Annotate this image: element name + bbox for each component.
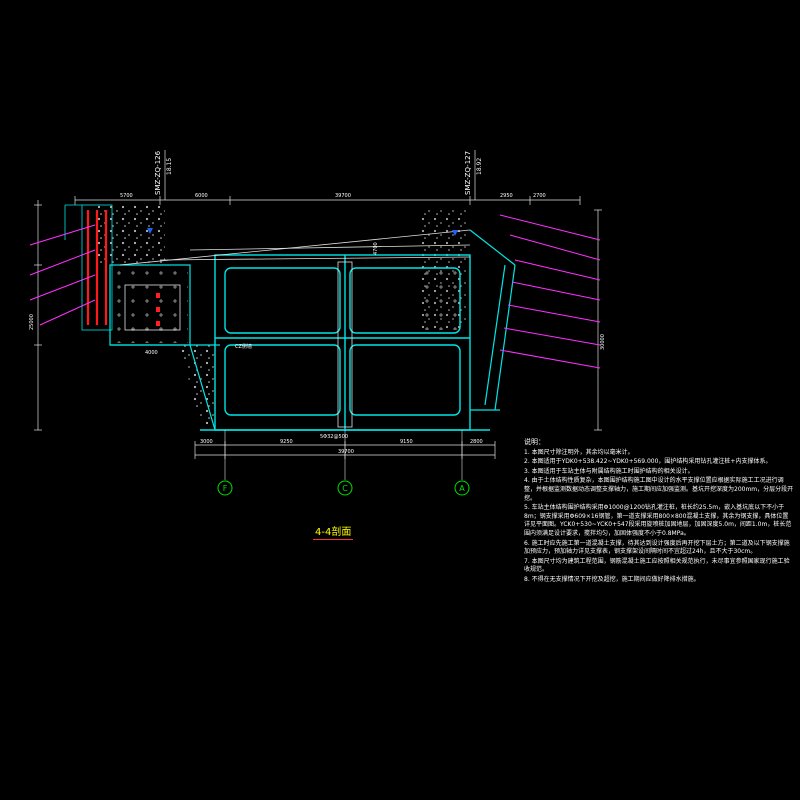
left-slope-fill — [180, 345, 215, 425]
axis-bubble-a: A — [454, 480, 470, 496]
left-wall-hatch — [112, 268, 188, 343]
left-anchors — [29, 224, 96, 326]
svg-text:C: C — [342, 484, 348, 493]
notes-panel: 说明： 1. 本图尺寸除注明外，其余均以毫米计。 2. 本图适用于YDK0+53… — [524, 438, 794, 586]
section-title: 4-4剖面 — [313, 523, 354, 540]
notes-header: 说明： — [524, 438, 545, 446]
svg-text:18.92: 18.92 — [476, 158, 483, 175]
roof-slope-lines — [119, 229, 471, 266]
axis-lines — [224, 430, 463, 480]
left-dimension — [34, 200, 42, 431]
dim-top-left: 5700 — [120, 193, 133, 199]
svg-text:18.15: 18.15 — [166, 158, 173, 175]
dim-left-height: 25000 — [29, 314, 35, 330]
note-item: 7. 本图尺寸均为建筑工程范围，钢筋混凝土施工应按照相关规范执行，未尽事宜参照国… — [524, 557, 790, 574]
note-item: 1. 本图尺寸除注明外，其余均以毫米计。 — [524, 448, 634, 456]
center-column — [337, 261, 353, 428]
dim-top-right: 2700 — [533, 193, 546, 199]
note-item: 3. 本图适用于车站主体与附属结构施工时围护结构的相关设计。 — [524, 467, 694, 475]
right-dimension — [594, 209, 602, 431]
station-marker-left: SMZ-ZQ-126 18.15 — [154, 150, 173, 200]
rebar-markers — [156, 293, 160, 326]
dim-top-right2: 2950 — [500, 193, 513, 199]
dim-top-left2: 6000 — [195, 193, 208, 199]
note-item: 6. 施工时应先施工第一道混凝土支撑，待其达到设计强度后再开挖下层土方；第二道及… — [524, 539, 790, 556]
dim-bottom-right: 9150 — [400, 439, 413, 445]
side-wall-label: CZ侧墙 — [235, 343, 252, 350]
svg-text:SMZ-ZQ-126: SMZ-ZQ-126 — [154, 150, 162, 195]
dim-bottom-edge-left: 3000 — [200, 439, 213, 445]
axis-bubble-c: C — [337, 480, 353, 496]
right-wall-hatch — [425, 270, 465, 330]
dim-inner-height: 4700 — [373, 242, 379, 255]
rebar-label: 5Φ32@500 — [320, 434, 348, 440]
axis-bubble-f: F — [217, 480, 233, 496]
left-piles — [86, 210, 108, 325]
note-item: 8. 不得在无支撑情况下开挖及超挖，施工期间应做好降排水措施。 — [524, 575, 700, 583]
svg-text:A: A — [459, 484, 465, 493]
right-anchors — [499, 214, 601, 369]
station-marker-right: SMZ-ZQ-127 18.92 — [464, 150, 483, 200]
dim-right-height: 30000 — [600, 334, 606, 350]
note-item: 4. 由于土体结构性质复杂，本图围护结构施工图中设计的水平支撑位置应根据实际施工… — [524, 477, 794, 502]
left-pile-outline — [64, 204, 113, 331]
dim-top-total: 39700 — [335, 193, 351, 199]
dim-inner-width: 4000 — [145, 350, 158, 356]
note-item: 5. 车站主体结构围护结构采用Φ1000@1200钻孔灌注桩，桩长约25.5m，… — [524, 504, 792, 537]
dim-bottom-edge-right: 2800 — [470, 439, 483, 445]
svg-text:F: F — [223, 484, 228, 493]
note-item: 2. 本图适用于YDK0+538.422~YDK0+569.000，围护结构采用… — [524, 458, 772, 466]
top-dimension — [74, 196, 581, 205]
dim-bottom-left: 9250 — [280, 439, 293, 445]
water-level-markers — [147, 228, 458, 236]
right-retaining-wall — [469, 229, 516, 411]
dim-bottom-total: 39700 — [338, 449, 354, 455]
svg-text:SMZ-ZQ-127: SMZ-ZQ-127 — [464, 151, 472, 195]
